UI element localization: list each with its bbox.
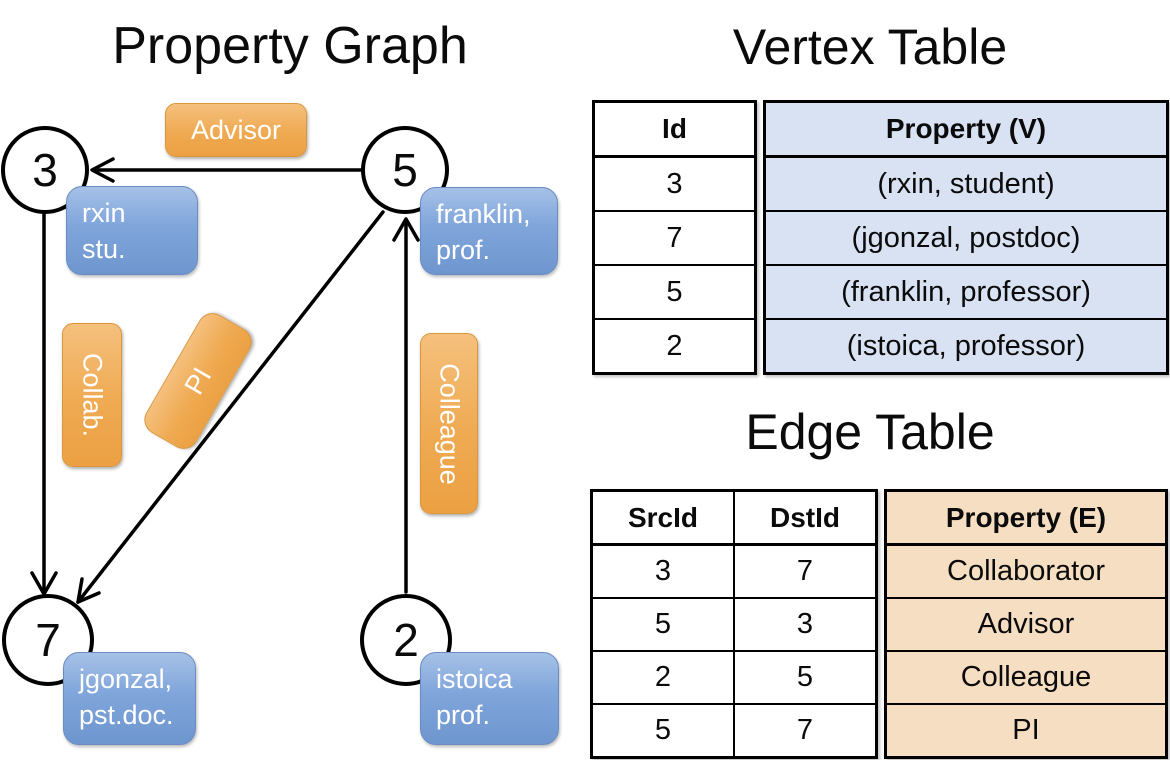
node-id: 5 — [392, 144, 418, 196]
edge-table-dstid-column: DstId 7 3 5 7 — [733, 492, 875, 756]
vertex-label-istoica: istoica prof. — [420, 652, 559, 745]
vertex-table-title: Vertex Table — [732, 19, 1008, 75]
edge-table-header-srcid: SrcId — [593, 492, 733, 544]
table-cell: (franklin, professor) — [766, 264, 1166, 318]
edge-table-srcid-column: SrcId 3 5 2 5 — [593, 492, 733, 756]
edge-arrowhead-5-3 — [90, 157, 115, 183]
vertex-label-line: rxin — [82, 198, 126, 228]
table-cell: 5 — [593, 703, 733, 756]
edge-table-header-dstid: DstId — [735, 492, 875, 544]
edge-table-header-property: Property (E) — [887, 492, 1165, 544]
node-id: 7 — [35, 614, 61, 666]
edge-label-text: Collab. — [77, 352, 108, 438]
table-cell: 7 — [735, 703, 875, 756]
table-cell: 3 — [735, 597, 875, 650]
table-cell: 3 — [595, 156, 754, 210]
graph-node-2: 2 — [360, 594, 452, 686]
edge-table-property-column: Property (E) Collaborator Advisor Collea… — [884, 489, 1168, 759]
table-cell: 5 — [595, 264, 754, 318]
vertex-label-line: stu. — [82, 233, 126, 264]
vertex-table-header-property: Property (V) — [766, 103, 1166, 156]
edge-table-title: Edge Table — [745, 404, 995, 460]
table-cell: 7 — [595, 210, 754, 264]
edge-label-text: Advisor — [190, 114, 282, 145]
edge-table: SrcId 3 5 2 5 DstId 7 3 5 7 Property (E)… — [590, 489, 1168, 759]
table-cell: Advisor — [887, 597, 1165, 650]
vertex-label-line: prof. — [436, 699, 491, 730]
node-id: 2 — [393, 614, 419, 666]
edge-label-advisor: Advisor — [165, 103, 307, 157]
edge-label-colleague: Colleague — [420, 333, 478, 514]
vertex-label-jgonzal: jgonzal, pst.doc. — [63, 652, 196, 745]
vertex-table: Id 3 7 5 2 Property (V) (rxin, student) … — [592, 100, 1169, 375]
table-cell: PI — [887, 703, 1165, 756]
table-cell: 2 — [595, 318, 754, 372]
vertex-label-franklin: franklin, prof. — [420, 187, 558, 275]
table-cell: (jgonzal, postdoc) — [766, 210, 1166, 264]
table-cell: Collaborator — [887, 544, 1165, 597]
edge-arrowhead-5-7 — [76, 577, 101, 604]
table-cell: 5 — [735, 650, 875, 703]
table-cell: 2 — [593, 650, 733, 703]
table-cell: Colleague — [887, 650, 1165, 703]
edge-table-id-columns: SrcId 3 5 2 5 DstId 7 3 5 7 — [590, 489, 878, 759]
vertex-table-id-column: Id 3 7 5 2 — [592, 100, 757, 375]
node-id: 3 — [32, 144, 58, 196]
graph-edges-layer — [30, 157, 420, 604]
table-cell: 5 — [593, 597, 733, 650]
edge-line-5-7 — [76, 210, 385, 604]
vertex-label-rxin: rxin stu. — [66, 186, 198, 275]
vertex-label-line: istoica — [436, 664, 513, 694]
vertex-table-header-id: Id — [595, 103, 754, 156]
table-cell: 7 — [735, 544, 875, 597]
table-cell: (rxin, student) — [766, 156, 1166, 210]
vertex-label-line: pst.doc. — [79, 699, 174, 730]
table-cell: (istoica, professor) — [766, 318, 1166, 372]
edge-label-text: PI — [178, 362, 217, 400]
edge-label-text: Colleague — [434, 362, 465, 485]
property-graph-title: Property Graph — [112, 17, 468, 75]
vertex-label-line: prof. — [436, 234, 491, 265]
edge-label-collab: Collab. — [62, 323, 122, 467]
vertex-label-line: franklin, — [436, 199, 531, 229]
vertex-label-line: jgonzal, — [79, 664, 173, 694]
vertex-table-property-column: Property (V) (rxin, student) (jgonzal, p… — [763, 100, 1169, 375]
edge-arrowhead-2-5 — [392, 217, 420, 242]
table-cell: 3 — [593, 544, 733, 597]
